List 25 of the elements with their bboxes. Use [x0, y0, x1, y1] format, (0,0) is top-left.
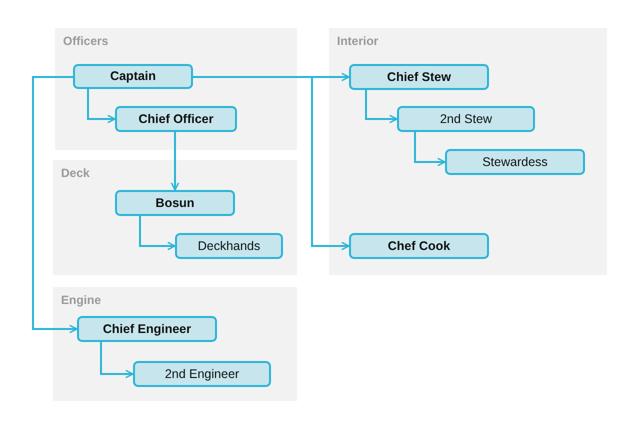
- group-panel: [53, 160, 297, 275]
- role-box: Chief Engineer: [77, 316, 217, 342]
- role-box: Chief Stew: [349, 64, 489, 90]
- role-box: Chef Cook: [349, 233, 489, 259]
- connector-arrow: [170, 132, 180, 191]
- role-box: Stewardess: [445, 149, 585, 175]
- role-box: Captain: [73, 64, 193, 89]
- connector-arrow: [365, 90, 398, 124]
- connector-arrow: [139, 216, 176, 250]
- group-panel: [53, 287, 297, 401]
- connector-arrow: [100, 342, 134, 378]
- group-heading: Deck: [61, 165, 90, 182]
- group-heading: Engine: [61, 292, 102, 309]
- connector-arrow: [32, 76, 78, 334]
- role-box: 2nd Engineer: [133, 361, 271, 387]
- role-box: 2nd Stew: [397, 106, 535, 132]
- role-box: Deckhands: [175, 233, 283, 259]
- role-box: Chief Officer: [115, 106, 237, 132]
- connector-arrow: [87, 89, 116, 124]
- group-heading: Officers: [63, 33, 108, 50]
- group-heading: Interior: [337, 33, 378, 50]
- connector-arrow: [414, 132, 446, 166]
- group-panel: [329, 28, 607, 275]
- role-box: Bosun: [115, 190, 235, 216]
- group-panel: [55, 28, 297, 150]
